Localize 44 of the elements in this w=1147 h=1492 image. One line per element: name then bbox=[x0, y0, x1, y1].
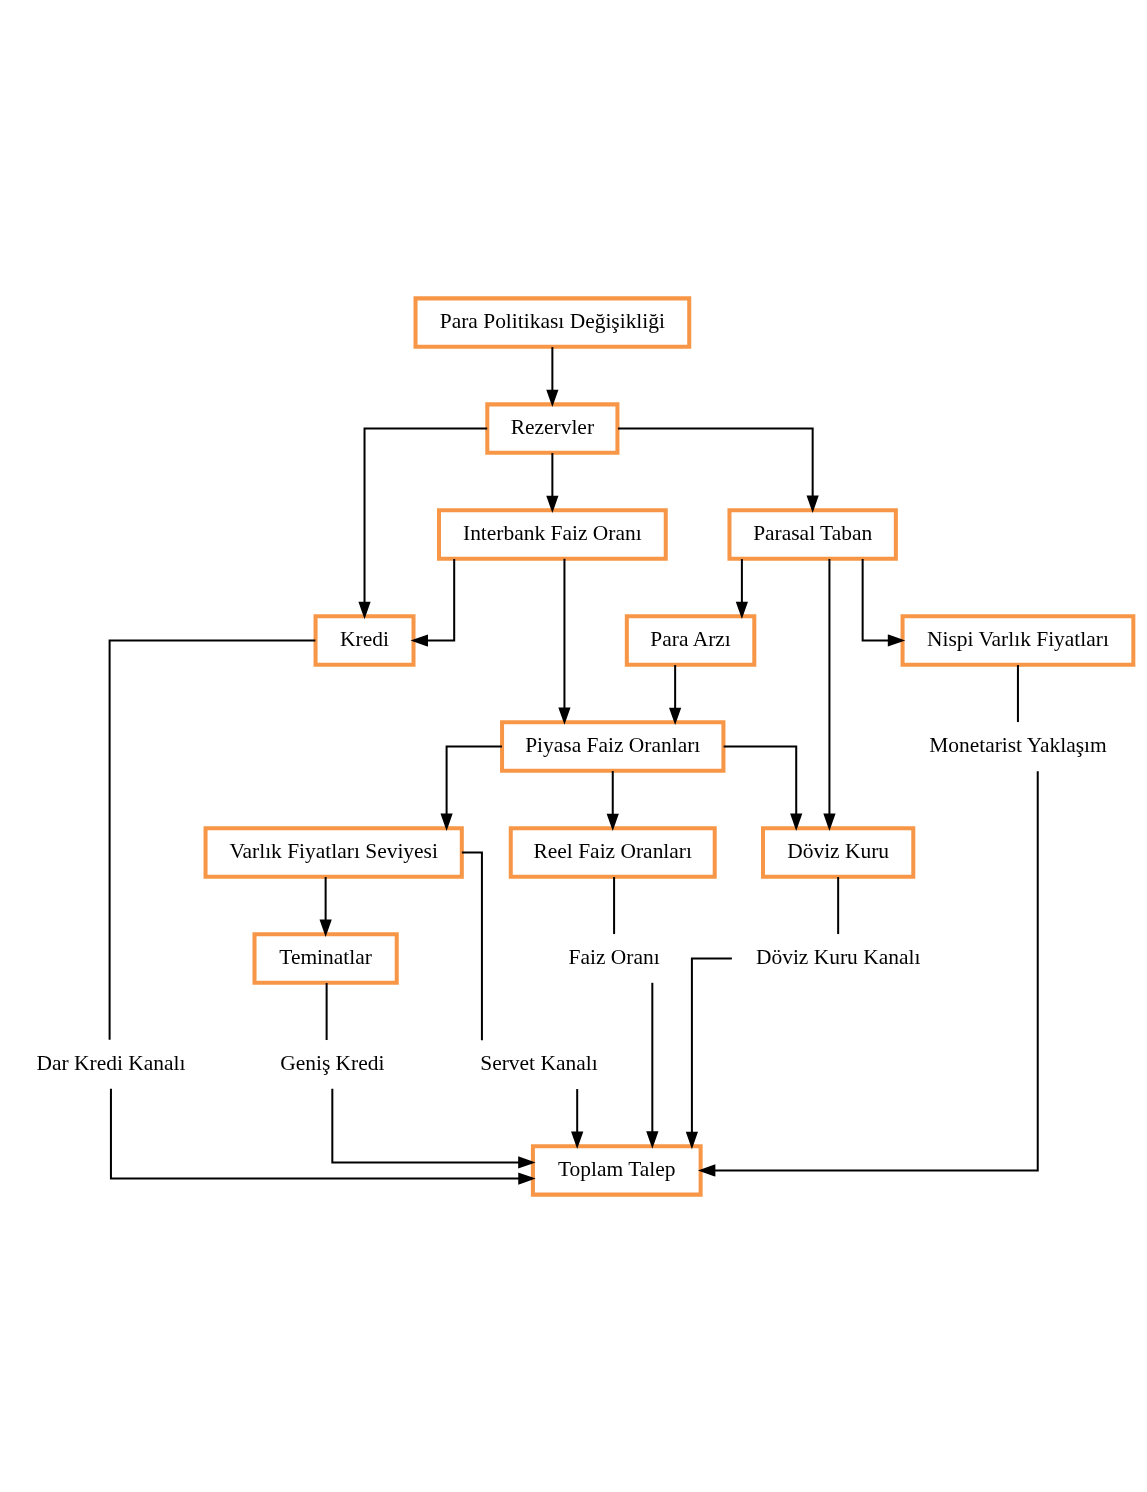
arrow bbox=[358, 427, 488, 619]
arrow bbox=[723, 745, 803, 831]
arrow bbox=[571, 1088, 584, 1149]
node-text: Döviz Kuru Kanalı bbox=[755, 944, 921, 969]
connector bbox=[1016, 664, 1019, 722]
node-box: Reel Faiz Oranları bbox=[508, 825, 717, 879]
arrow bbox=[546, 452, 559, 513]
arrow bbox=[735, 558, 748, 619]
arrow bbox=[440, 745, 502, 831]
arrow bbox=[558, 558, 571, 725]
node-box: Teminatlar bbox=[252, 931, 399, 985]
arrow bbox=[618, 427, 819, 513]
node-box: Interbank Faiz Oranı bbox=[436, 507, 668, 561]
arrow bbox=[685, 957, 732, 1149]
connector bbox=[108, 639, 316, 1040]
arrow bbox=[669, 664, 682, 725]
connector bbox=[325, 982, 328, 1040]
arrow bbox=[606, 770, 619, 831]
node-box: Nispi Varlık Fiyatları bbox=[900, 613, 1136, 667]
connector bbox=[837, 876, 840, 934]
arrow bbox=[646, 982, 659, 1149]
node-text: Faiz Oranı bbox=[568, 944, 660, 969]
node-text: Monetarist Yaklaşım bbox=[929, 732, 1107, 757]
node-box: Parasal Taban bbox=[727, 507, 898, 561]
arrow bbox=[697, 770, 1039, 1177]
arrow bbox=[331, 1088, 536, 1169]
node-box: Para Arzı bbox=[624, 613, 757, 667]
arrow bbox=[861, 558, 906, 647]
node-box: Kredi bbox=[313, 613, 416, 667]
node-box: Piyasa Faiz Oranları bbox=[500, 719, 726, 773]
node-box: Rezervler bbox=[485, 401, 620, 455]
connector bbox=[613, 876, 616, 934]
node-text: Geniş Kredi bbox=[280, 1050, 385, 1075]
node-text: Dar Kredi Kanalı bbox=[36, 1050, 186, 1075]
node-box: Döviz Kuru bbox=[761, 825, 916, 879]
arrow bbox=[109, 1088, 536, 1185]
node-box: Toplam Talep bbox=[530, 1143, 703, 1197]
node-box: Para Politikası Değişikliği bbox=[413, 295, 692, 349]
arrow bbox=[823, 558, 836, 831]
arrow bbox=[319, 876, 332, 937]
node-box: Varlık Fiyatları Seviyesi bbox=[203, 825, 464, 879]
node-text: Servet Kanalı bbox=[480, 1050, 598, 1075]
arrow bbox=[410, 558, 456, 647]
arrow bbox=[546, 346, 559, 407]
